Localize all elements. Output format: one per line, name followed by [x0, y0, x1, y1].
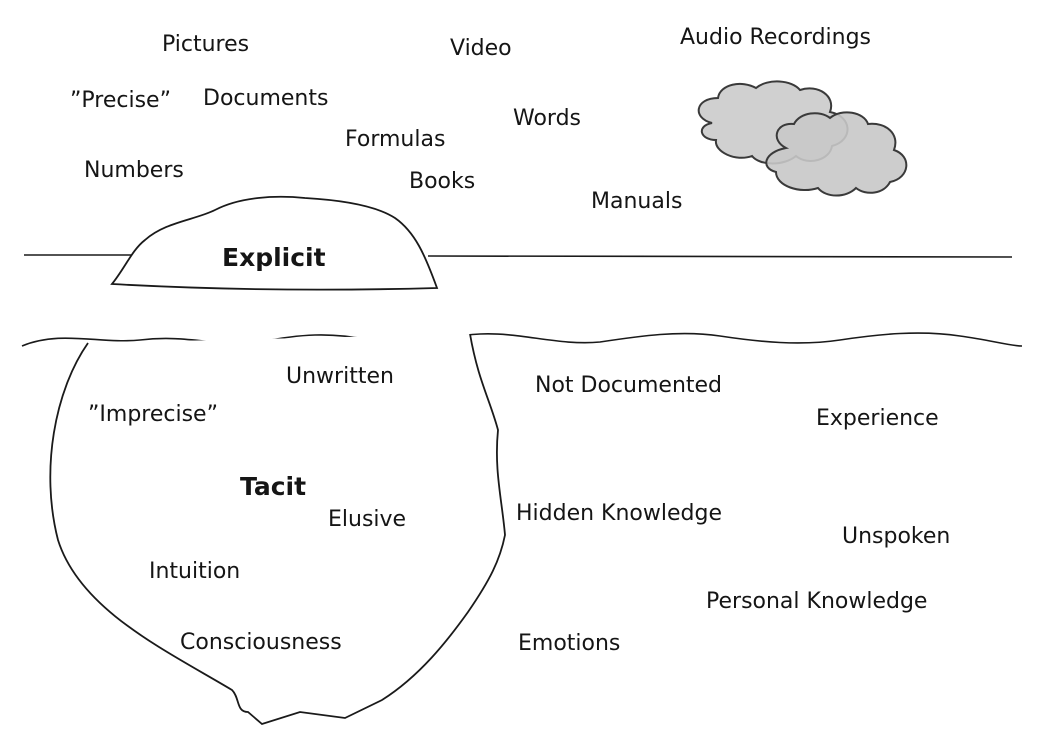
horizon-line-right — [427, 255, 1013, 258]
word-consciousness: Consciousness — [180, 630, 342, 655]
tacit-heading: Tacit — [240, 472, 307, 501]
word-books: Books — [409, 169, 476, 194]
word-audio-recordings: Audio Recordings — [680, 25, 872, 50]
explicit-heading: Explicit — [222, 243, 326, 272]
word-unspoken: Unspoken — [842, 524, 951, 549]
word-intuition: Intuition — [149, 559, 241, 584]
word-elusive: Elusive — [328, 507, 407, 532]
word-experience: Experience — [816, 406, 939, 431]
cloud-front — [765, 111, 908, 197]
word-precise: ”Precise” — [70, 88, 171, 113]
word-imprecise: ”Imprecise” — [88, 402, 218, 427]
word-unwritten: Unwritten — [286, 364, 394, 389]
water-wave-line — [21, 332, 1023, 347]
word-documents: Documents — [203, 86, 329, 111]
word-video: Video — [450, 36, 512, 61]
word-not-documented: Not Documented — [535, 373, 723, 398]
word-numbers: Numbers — [84, 158, 184, 183]
cloud-icon — [697, 80, 908, 197]
iceberg-tip — [110, 195, 439, 291]
iceberg-body — [49, 333, 506, 726]
word-emotions: Emotions — [518, 631, 621, 656]
word-words: Words — [513, 106, 582, 131]
word-formulas: Formulas — [345, 127, 446, 152]
word-personal-knowledge: Personal Knowledge — [706, 589, 928, 614]
word-hidden-knowledge: Hidden Knowledge — [516, 501, 722, 526]
word-pictures: Pictures — [162, 32, 250, 57]
word-manuals: Manuals — [591, 189, 683, 214]
